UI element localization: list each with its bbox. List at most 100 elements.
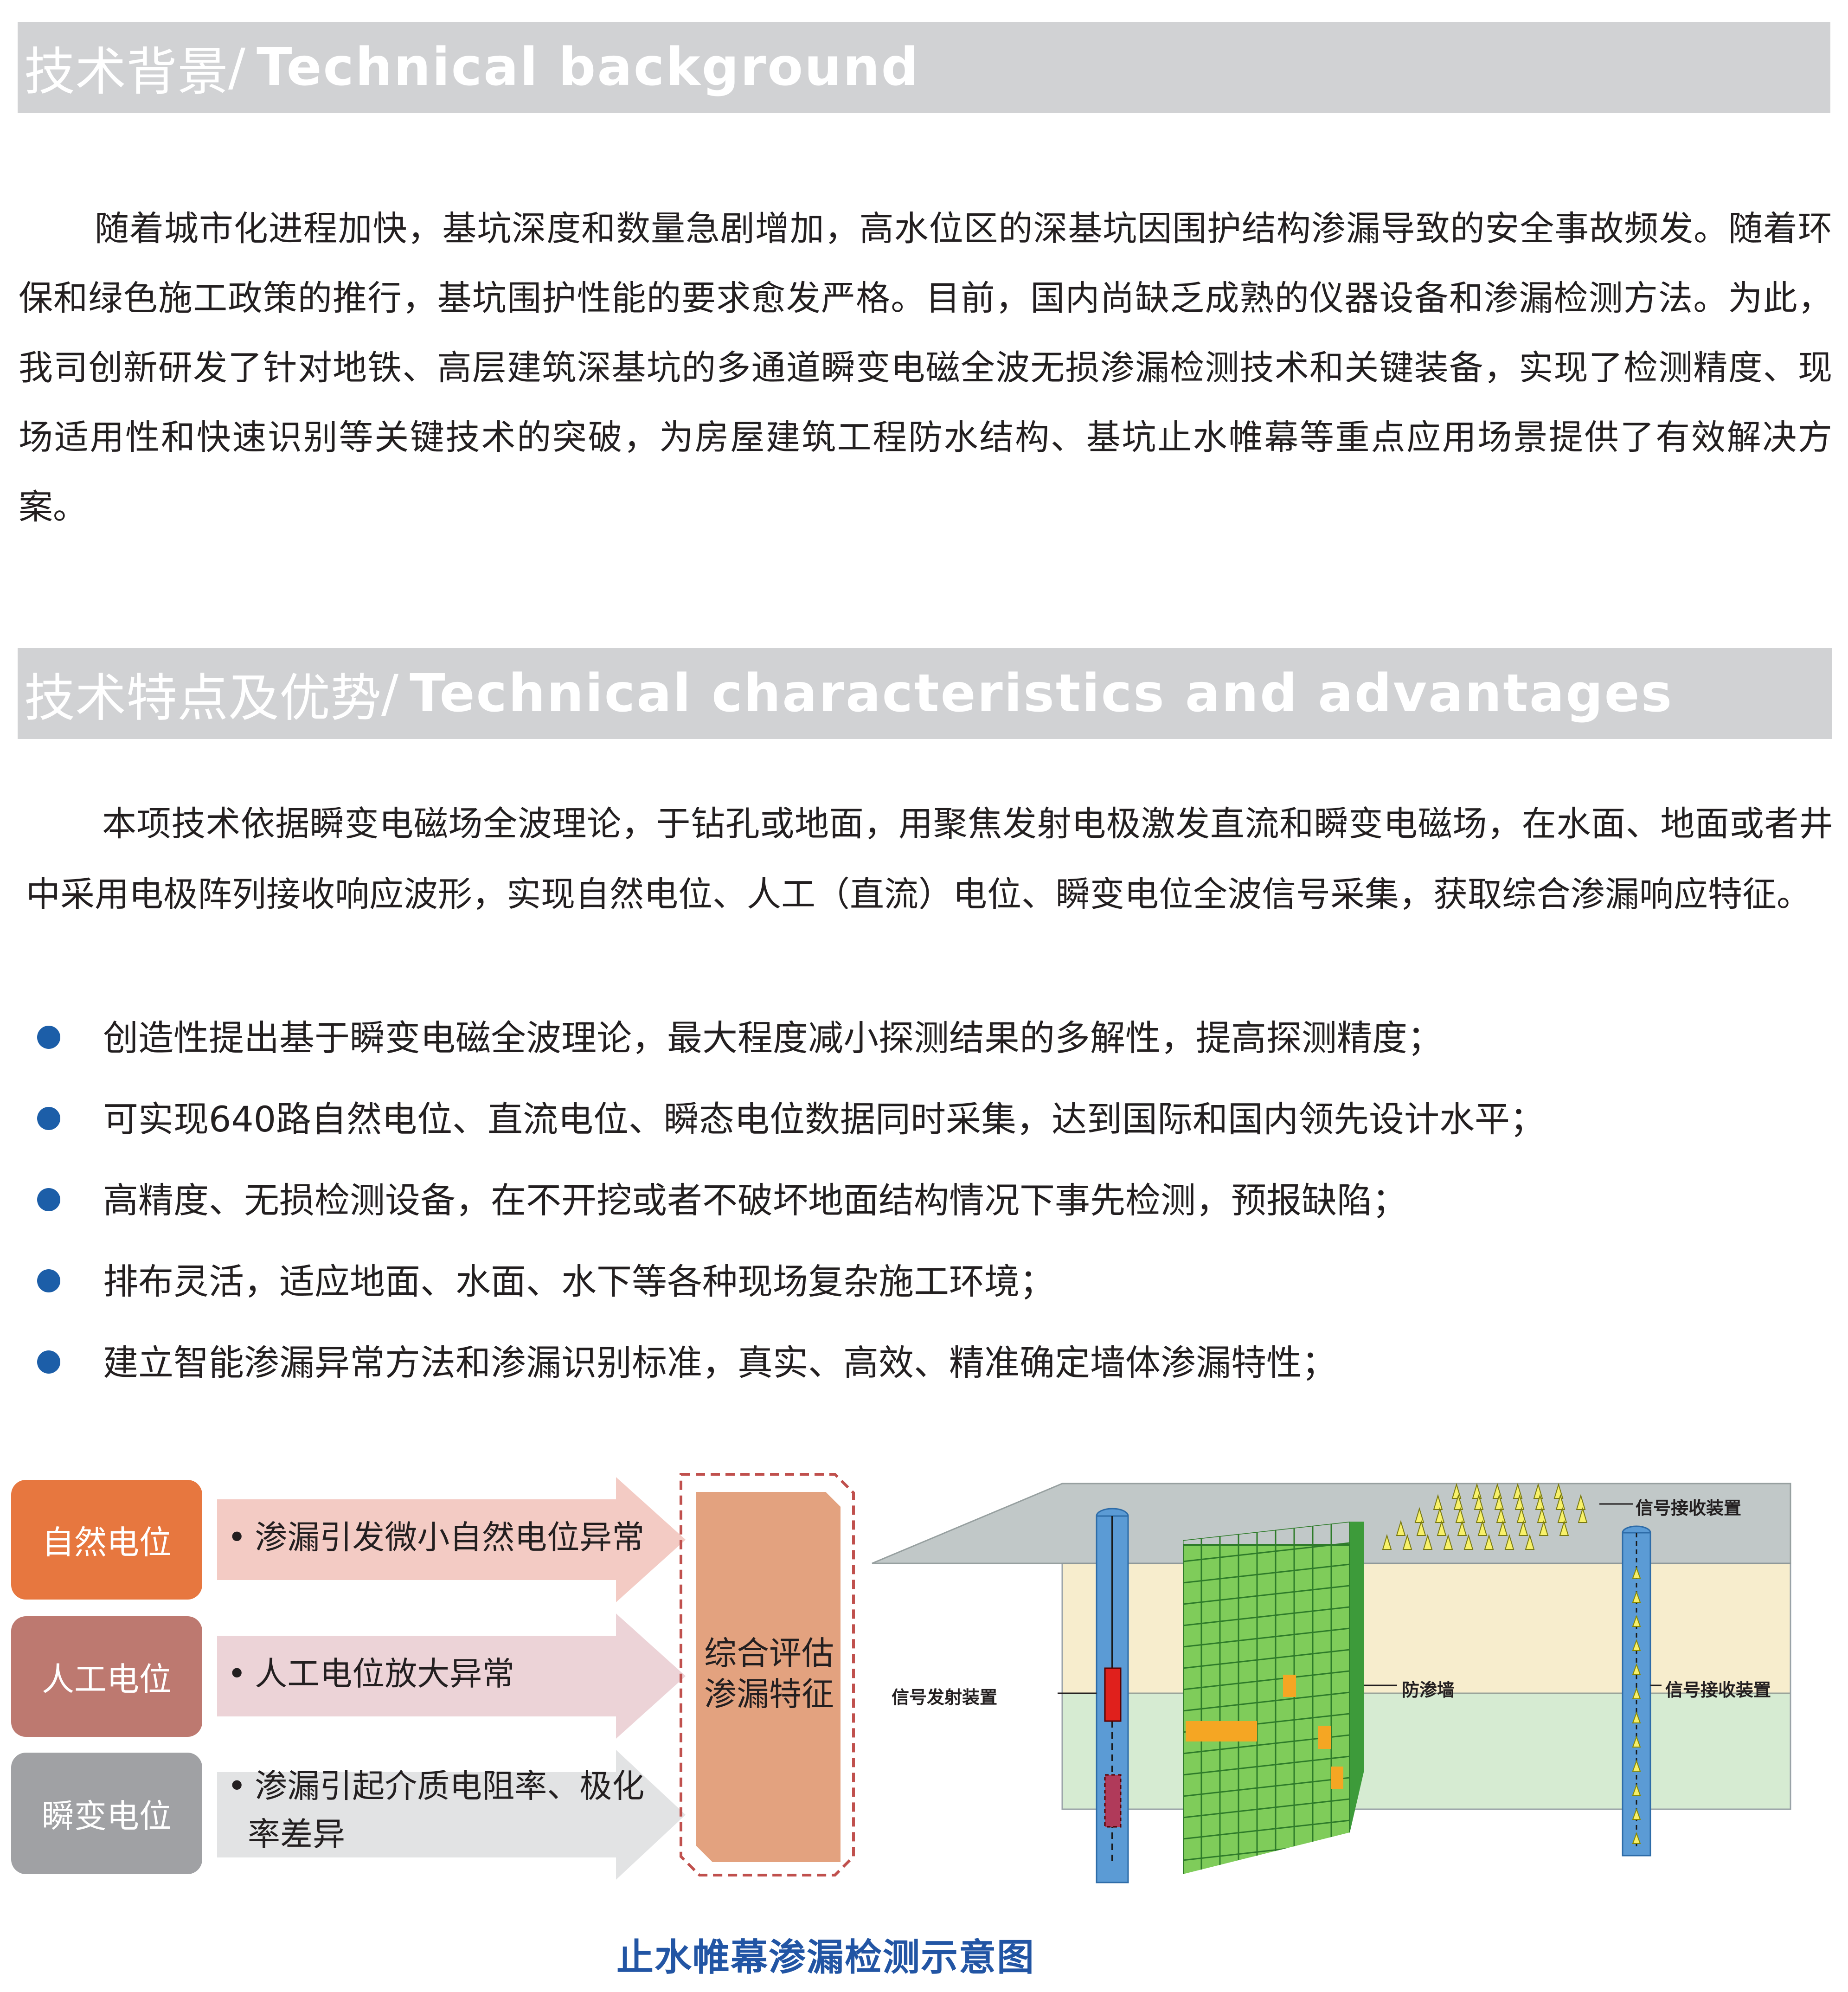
label-receiver-top: 信号接收装置 xyxy=(1636,1498,1742,1518)
section-header-technical-characteristics: 技术特点及优势 / Technical characteristics and … xyxy=(18,648,1832,739)
upper-soil-layer xyxy=(1062,1563,1790,1693)
receiver-cone xyxy=(1463,1534,1474,1550)
receiver-electrode xyxy=(1632,1784,1641,1796)
receiver-cone xyxy=(1402,1534,1412,1550)
natural-potential-box: 自然电位 xyxy=(11,1480,202,1600)
receiver-cone xyxy=(1443,1534,1453,1550)
receiver-cone xyxy=(1414,1507,1424,1523)
synthesis-line: 渗漏特征 xyxy=(704,1675,834,1713)
receiver-cone xyxy=(1525,1534,1535,1550)
receiver-cone xyxy=(1382,1534,1392,1550)
receiver-cone xyxy=(1474,1494,1484,1510)
bullet-dot-icon xyxy=(37,1188,60,1211)
receiver-cone xyxy=(1416,1520,1426,1536)
receiver-electrode xyxy=(1632,1639,1641,1651)
receiver-cone xyxy=(1557,1507,1567,1523)
receiver-cone xyxy=(1559,1520,1569,1536)
section-title-en: Technical background xyxy=(257,37,920,97)
box-label: 瞬变电位 xyxy=(42,1797,172,1835)
synthesis-label: 综合评估 渗漏特征 xyxy=(700,1633,838,1715)
synthesis-box xyxy=(680,1473,855,1876)
receiver-electrode xyxy=(1632,1591,1641,1603)
list-item: 高精度、无损检测设备，在不开挖或者不破坏地面结构情况下事先检测，预报缺陷； xyxy=(37,1181,1828,1262)
receiver-cone xyxy=(1484,1534,1494,1550)
list-item-text: 创造性提出基于瞬变电磁全波理论，最大程度减小探测结果的多解性，提高探测精度； xyxy=(103,1017,1443,1059)
receiver-electrode-chain xyxy=(1632,1567,1641,1844)
anti-seepage-wall xyxy=(1183,1544,1350,1874)
synthesis-line: 综合评估 xyxy=(704,1634,834,1672)
bullet-dot-icon xyxy=(37,1269,60,1292)
background-paragraph: 随着城市化进程加快，基坑深度和数量急剧增加，高水位区的深基坑因围护结构渗漏导致的… xyxy=(19,209,1832,527)
bullet-dot-icon xyxy=(37,1026,60,1049)
list-item-text: 高精度、无损检测设备，在不开挖或者不破坏地面结构情况下事先检测，预报缺陷； xyxy=(103,1180,1407,1221)
flow-arrow-1 xyxy=(217,1477,686,1602)
receiver-cone xyxy=(1496,1507,1506,1523)
receiver-cone xyxy=(1457,1520,1467,1536)
receiver-cone xyxy=(1396,1520,1406,1536)
list-item: 排布灵活，适应地面、水面、水下等各种现场复杂施工环境； xyxy=(37,1262,1828,1343)
bullet: • xyxy=(227,1655,247,1693)
receiver-cone xyxy=(1514,1494,1525,1510)
section-title-en: Technical characteristics and advantages xyxy=(410,663,1674,724)
receiver-electrode xyxy=(1632,1663,1641,1675)
title-separator: / xyxy=(228,38,246,97)
receiver-electrode xyxy=(1632,1711,1641,1723)
receiver-cone xyxy=(1576,1494,1586,1510)
receiver-cone xyxy=(1555,1494,1566,1510)
bullet: • xyxy=(227,1518,247,1556)
receiver-cone xyxy=(1535,1494,1545,1510)
receiver-electrode xyxy=(1632,1808,1641,1820)
bullet-dot-icon xyxy=(37,1350,60,1374)
receiver-cone xyxy=(1433,1494,1443,1510)
flow-arrow-3 xyxy=(217,1750,686,1880)
artificial-potential-box: 人工电位 xyxy=(11,1616,202,1737)
leak-cell xyxy=(1212,1721,1238,1741)
receiver-electrode xyxy=(1632,1760,1641,1772)
transmitter-electrode-lower xyxy=(1104,1774,1122,1828)
arrow-note: •渗漏引起介质电阻率、极化率差异 xyxy=(227,1762,644,1858)
list-item: 可实现640路自然电位、直流电位、瞬态电位数据同时采集，达到国际和国内领先设计水… xyxy=(37,1099,1828,1181)
section-title-cn: 技术背景 xyxy=(24,42,228,102)
receiver-electrode xyxy=(1632,1567,1641,1579)
note-text: 渗漏引发微小自然电位异常 xyxy=(255,1518,645,1556)
leak-cell xyxy=(1283,1675,1296,1697)
figure-caption: 止水帷幕渗漏检测示意图 xyxy=(616,1936,1035,1979)
note-text: 人工电位放大异常 xyxy=(255,1655,515,1693)
lower-soil-layer xyxy=(1062,1693,1790,1809)
note-text: 渗漏引起介质电阻率、极化 xyxy=(255,1767,645,1805)
receiver-electrode xyxy=(1632,1832,1641,1844)
bullet: • xyxy=(227,1767,247,1805)
transmitter-electrode xyxy=(1104,1667,1122,1722)
title-separator: / xyxy=(381,664,399,723)
transient-potential-box: 瞬变电位 xyxy=(11,1753,202,1874)
receiver-electrode xyxy=(1632,1687,1641,1699)
receiver-cone xyxy=(1539,1520,1549,1536)
list-item-text: 排布灵活，适应地面、水面、水下等各种现场复杂施工环境； xyxy=(103,1261,1055,1302)
receiver-cone xyxy=(1494,1494,1504,1510)
flow-arrow-2 xyxy=(217,1613,686,1739)
leak-cell xyxy=(1186,1721,1212,1741)
receiver-cone xyxy=(1423,1534,1433,1550)
receiver-cone xyxy=(1516,1507,1527,1523)
characteristics-paragraph: 本项技术依据瞬变电磁场全波理论，于钻孔或地面，用聚焦发射电极激发直流和瞬变电磁场… xyxy=(26,804,1833,914)
receiver-cone xyxy=(1498,1520,1508,1536)
arrow-note: •渗漏引发微小自然电位异常 xyxy=(227,1513,644,1561)
box-label: 自然电位 xyxy=(42,1523,172,1561)
bullet-dot-icon xyxy=(37,1107,60,1130)
receiver-cone xyxy=(1537,1507,1547,1523)
leak-cell xyxy=(1331,1767,1343,1789)
section-header-technical-background: 技术背景 / Technical background xyxy=(18,22,1830,113)
list-item: 建立智能渗漏异常方法和渗漏识别标准，真实、高效、精准确定墙体渗漏特性； xyxy=(37,1343,1828,1424)
list-item-text: 可实现640路自然电位、直流电位、瞬态电位数据同时采集，达到国际和国内领先设计水… xyxy=(103,1099,1546,1140)
receiver-cone xyxy=(1476,1507,1486,1523)
receiver-electrode xyxy=(1632,1615,1641,1627)
receiver-cone xyxy=(1504,1534,1514,1550)
receiver-cone xyxy=(1455,1507,1465,1523)
box-label: 人工电位 xyxy=(42,1660,172,1698)
note-text: 率差异 xyxy=(248,1815,345,1853)
receiver-cone xyxy=(1437,1520,1447,1536)
leak-cell xyxy=(1234,1721,1257,1741)
receiver-cone xyxy=(1518,1520,1528,1536)
cutoff-wall-schematic xyxy=(872,1483,1791,1883)
advantages-list: 创造性提出基于瞬变电磁全波理论，最大程度减小探测结果的多解性，提高探测精度； 可… xyxy=(37,1018,1828,1424)
